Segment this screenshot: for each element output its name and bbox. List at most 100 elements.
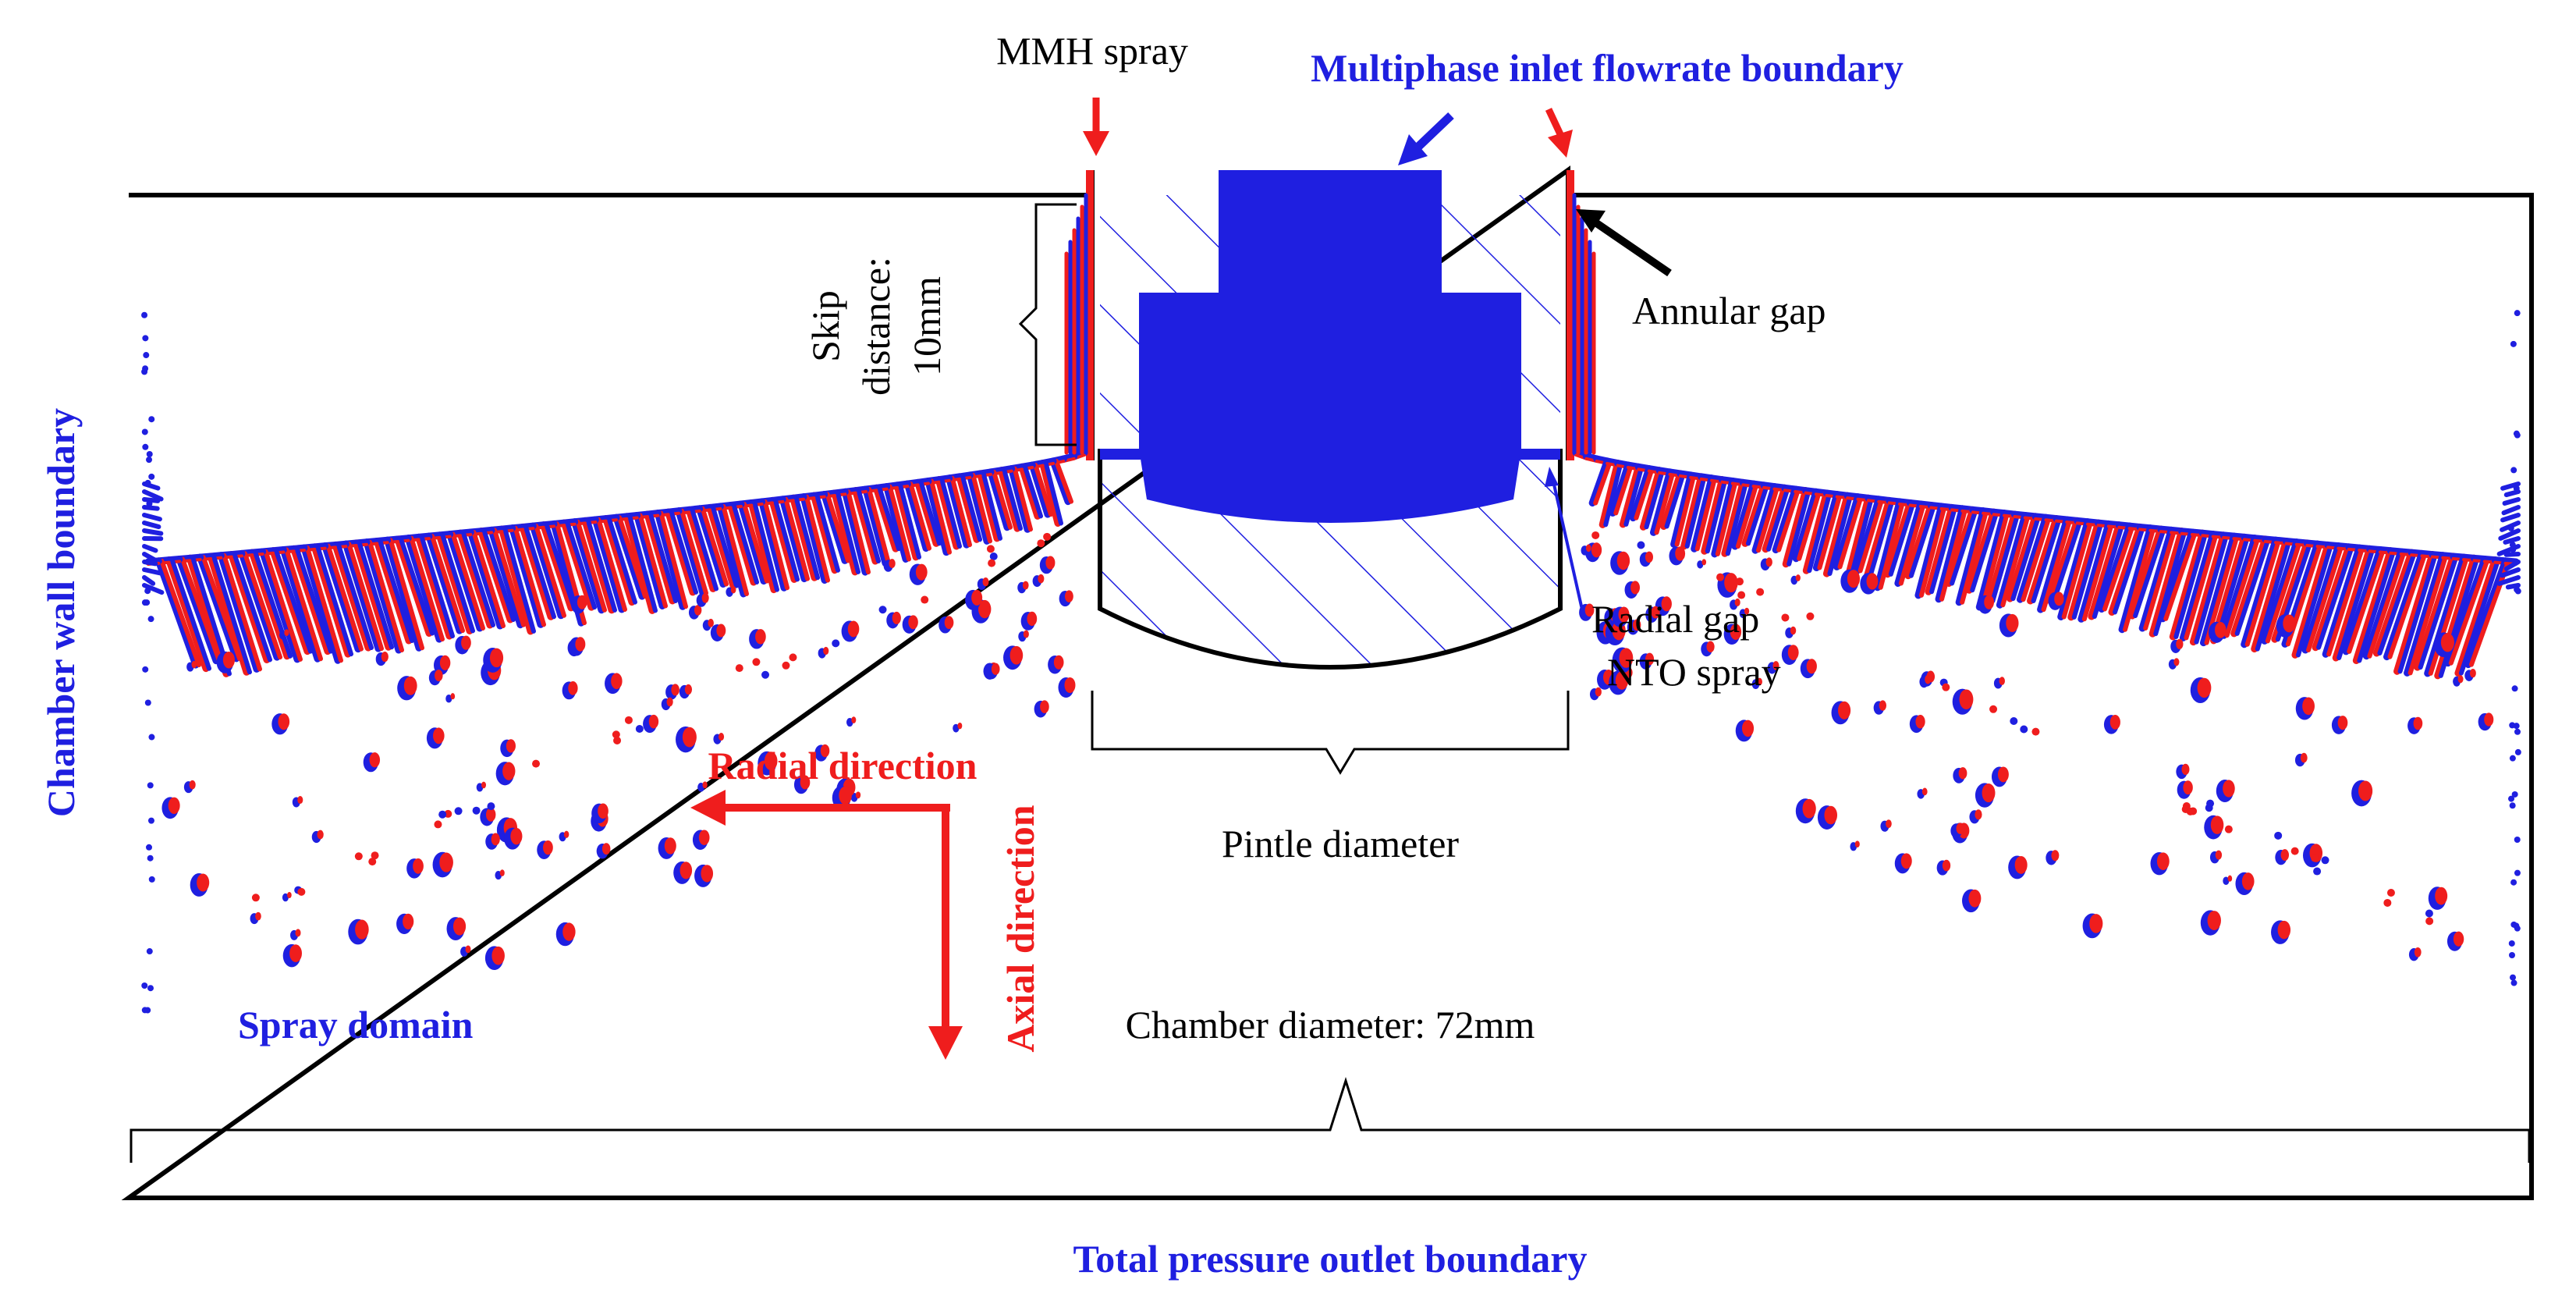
spray-droplet (613, 736, 622, 744)
spray-ligament (404, 535, 443, 643)
spray-droplet (1795, 574, 1801, 581)
spray-droplet (2511, 685, 2518, 692)
spray-ligament (1639, 467, 1663, 531)
spray-droplet (908, 615, 918, 630)
spray-ligament (612, 513, 646, 600)
spray-ligament (956, 473, 981, 543)
spray-ligament (814, 493, 840, 573)
spray-droplet (506, 739, 516, 753)
spray-droplet (755, 629, 766, 645)
spray-ligament (477, 528, 514, 624)
spray-droplet (2277, 920, 2291, 940)
spray-droplet (2435, 887, 2448, 905)
spray-ligament (1812, 491, 1841, 572)
spray-droplet (1675, 546, 1686, 561)
spray-ligament (565, 521, 597, 610)
spray-ligament (2017, 513, 2049, 603)
spray-ligament (2128, 525, 2165, 620)
spray-droplet (988, 559, 996, 567)
spray-droplet (698, 830, 710, 846)
spray-ligament (2098, 522, 2134, 613)
spray-droplet (1757, 677, 1762, 686)
spray-droplet (2321, 856, 2329, 865)
spray-ligament (540, 521, 575, 612)
spray-ligament (747, 499, 778, 594)
spray-ligament (232, 552, 272, 663)
wall-film-strand (2500, 513, 2521, 523)
spray-droplet (2510, 979, 2517, 986)
wall-film-strand (142, 552, 158, 563)
annular-gap-right (1567, 170, 1574, 460)
spray-droplet (679, 862, 693, 879)
spray-ligament (2244, 538, 2282, 647)
spray-ligament (1807, 490, 1833, 574)
spray-ligament (800, 493, 829, 584)
spray-ligament (2265, 539, 2302, 644)
spray-ligament (353, 539, 392, 651)
spray-ligament (2342, 546, 2384, 656)
spray-droplet (148, 734, 155, 741)
spray-ligament (2173, 531, 2209, 639)
spray-droplet (168, 797, 180, 815)
spray-ligament (2031, 516, 2062, 604)
spray-ligament (310, 543, 352, 658)
spray-ligament (1847, 496, 1874, 584)
spray-ligament (1797, 489, 1822, 561)
spray-ligament (1975, 510, 2008, 611)
spray-droplet (1968, 889, 1982, 908)
spray-droplet (1724, 573, 1738, 593)
spray-droplet (820, 744, 830, 758)
spray-ligament (1868, 498, 1895, 578)
spray-droplet (1736, 577, 1744, 586)
spray-ligament (2077, 520, 2113, 623)
spray-droplet (562, 922, 576, 941)
spray-ligament (498, 525, 534, 635)
spray-droplet (563, 830, 569, 838)
wall-film (141, 310, 2521, 1014)
spray-ligament (259, 548, 301, 663)
radial-gap-arrow (1545, 467, 1585, 617)
spray-droplet (2508, 795, 2515, 802)
spray-droplet (2223, 780, 2235, 798)
spray-droplet (1022, 581, 1029, 590)
spray-droplet (2514, 432, 2521, 439)
spray-droplet (1984, 595, 1994, 609)
spray-droplet (278, 713, 290, 730)
spray-ligament (456, 529, 494, 629)
spray-droplet (191, 660, 197, 669)
spray-ligament (336, 542, 374, 651)
spray-ligament (1613, 463, 1634, 516)
spray-ligament (2021, 515, 2052, 602)
spray-ligament (1843, 494, 1872, 585)
spray-ligament (2301, 542, 2342, 654)
spray-ligament (1908, 503, 1937, 578)
spray-droplet (1790, 626, 1797, 635)
spray-droplet (1765, 557, 1772, 567)
spray-droplet (146, 457, 153, 464)
spray-ligament (1694, 475, 1718, 552)
spray-droplet (295, 929, 301, 937)
spray-ligament (1904, 501, 1935, 580)
spray-ligament (2347, 547, 2386, 654)
spray-ligament (1603, 460, 1623, 528)
spray-droplet (461, 635, 471, 650)
spray-droplet (2386, 888, 2395, 897)
spray-ligament (779, 496, 808, 583)
spray-ligament (1980, 510, 2010, 610)
spray-ligament (534, 524, 566, 618)
spray-ligament (1776, 487, 1801, 553)
spray-droplet (2511, 791, 2518, 798)
spray-droplet (481, 781, 487, 789)
spray-droplet (2302, 697, 2315, 716)
spray-droplet (2156, 852, 2170, 870)
spray-ligament (2027, 515, 2060, 605)
spray-droplet (371, 851, 379, 860)
spray-droplet (2383, 898, 2392, 907)
spray-ligament (762, 499, 789, 591)
spray-ligament (2133, 527, 2166, 619)
spray-ligament (831, 489, 859, 576)
spray-ligament (1741, 481, 1768, 547)
spray-ligament (1588, 457, 1611, 507)
spray-droplet (189, 780, 196, 790)
spray-ligament (654, 510, 687, 610)
